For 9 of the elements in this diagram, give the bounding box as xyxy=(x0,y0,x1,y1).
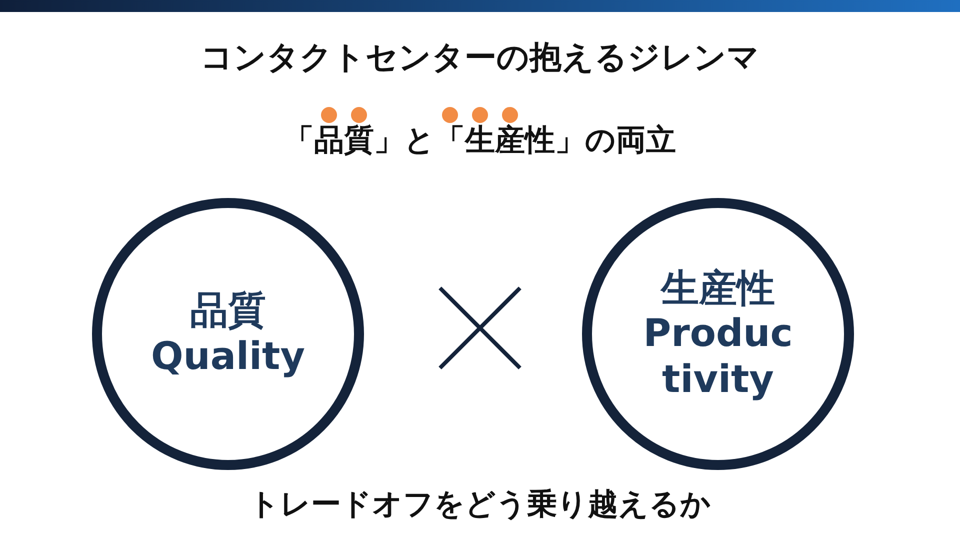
title: コンタクトセンターの抱えるジレンマ xyxy=(200,38,760,76)
node-heading: 生産性 xyxy=(661,266,775,312)
subtitle: 「品質」と「生産性」の両立 xyxy=(284,123,676,158)
circle-node xyxy=(92,198,364,470)
node-subtitle: Productivity xyxy=(643,311,793,402)
node-subtitle: Quality xyxy=(151,334,305,380)
circle-node xyxy=(582,198,854,470)
caption-text: トレードオフをどう乗り越えるか xyxy=(249,487,711,522)
node-heading: 品質 xyxy=(190,288,266,334)
